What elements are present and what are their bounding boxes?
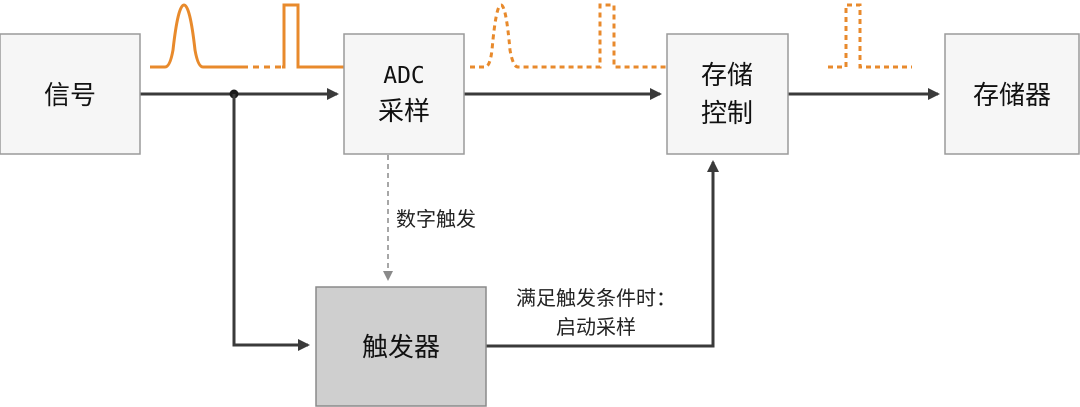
adc-block: ADC 采样 [343,33,465,155]
waveform-sampled [470,3,666,69]
trigger-to-storage-arrow [486,160,719,348]
trigger-label: 触发器 [362,333,440,363]
memory-label: 存储器 [973,81,1051,111]
digital-trigger-note: 数字触发 [396,207,476,231]
storage-control-label-line1: 存储 [701,61,753,91]
waveform-stored [828,3,912,69]
storage-control-label-line2: 控制 [701,99,753,129]
storage-control-block: 存储 控制 [666,33,789,155]
waveform-input [150,3,344,69]
trigger-condition-note-line1: 满足触发条件时： [516,286,676,310]
trigger-condition-note-line2: 启动采样 [556,315,636,339]
signal-label: 信号 [44,81,96,111]
signal-to-trigger-arrow [229,89,310,351]
memory-block: 存储器 [944,33,1080,155]
adc-label-line1: ADC [383,63,425,89]
signal-block: 信号 [0,33,141,155]
trigger-block: 触发器 [315,286,487,407]
adc-label-line2: 采样 [378,97,430,127]
